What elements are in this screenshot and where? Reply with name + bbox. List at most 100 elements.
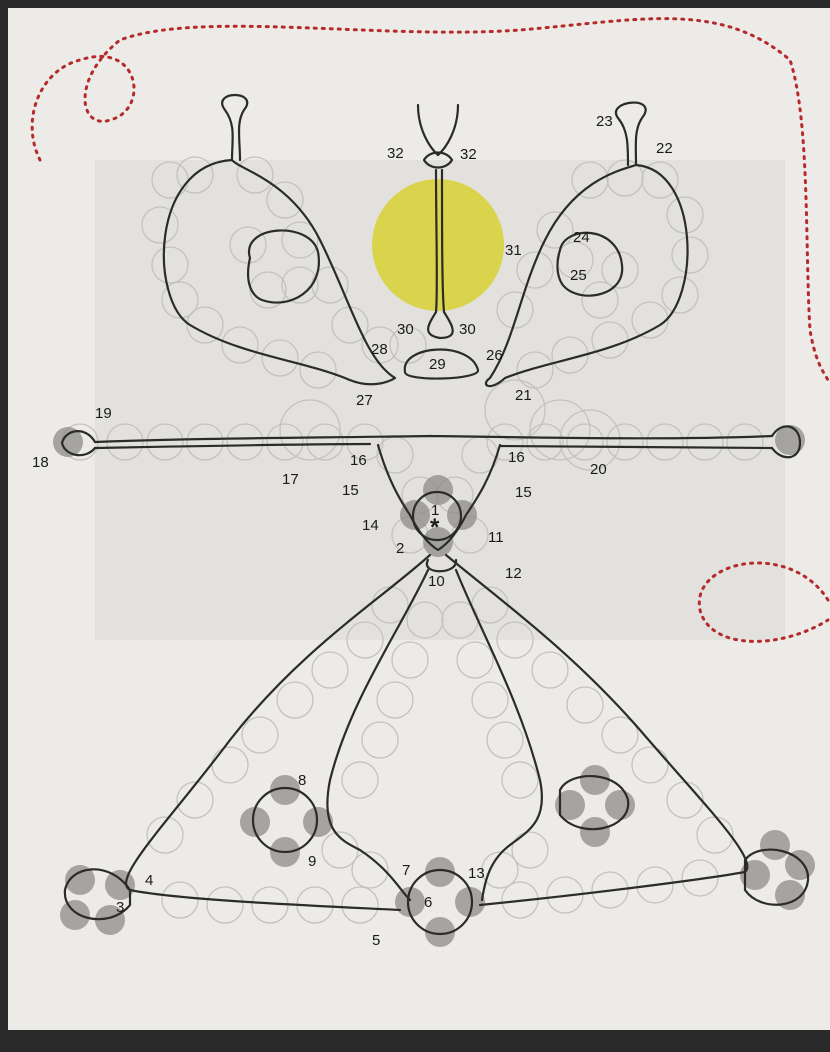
shaded-pin [65,865,95,895]
pin-circle [661,276,699,314]
pin-circle [631,746,669,784]
pin-circle [161,881,199,919]
pin-circle [341,761,379,799]
pin-circle [681,859,719,897]
stem-bottom-loop [427,310,454,340]
pin-circle [221,326,259,364]
step-label-1: 1 [431,502,439,519]
pin-circle [146,423,184,461]
step-label-16a: 16 [350,452,367,469]
pin-circle [346,621,384,659]
left-wing-ring [246,229,321,304]
pin-circle [226,423,264,461]
pin-circle [261,339,299,377]
shaded-pin [425,857,455,887]
right-wing-ring [556,231,624,297]
pin-circle [686,423,724,461]
pin-circle [471,681,509,719]
stem-body [434,168,446,314]
center-ring [376,443,502,552]
ring-right-upper [558,774,630,831]
step-label-6: 6 [424,894,432,911]
shaded-pins [53,425,815,947]
pin-circle [299,351,337,389]
pin-circle [406,601,444,639]
shaded-pin [580,817,610,847]
pin-circle [516,251,554,289]
pin-circle [486,423,524,461]
stem-top [416,103,460,157]
pin-circle [141,206,179,244]
pin-circle [496,621,534,659]
pin-circle [671,236,709,274]
pin-circle [281,221,319,259]
pin-circle [566,686,604,724]
pin-circle [266,181,304,219]
pin-circle [176,781,214,819]
pin-circle [311,651,349,689]
lower-left-arm [124,553,432,912]
shaded-pin [240,807,270,837]
pin-circle [376,681,414,719]
shaded-pin [455,887,485,917]
step-label-15b: 15 [515,484,532,501]
shaded-pin [555,790,585,820]
step-label-8: 8 [298,772,306,789]
step-label-30b: 30 [459,321,476,338]
pin-circle [666,196,704,234]
pin-circle [146,816,184,854]
pin-circle [306,423,344,461]
pin-circle [266,423,304,461]
pin-circle [389,326,427,364]
head-ring [403,348,480,380]
pin-circle [236,156,274,194]
pin-grid [61,156,764,924]
ring-right-bottom [743,848,810,906]
pin-circle [391,641,429,679]
start-mark: * [430,514,440,541]
step-label-16b: 16 [508,449,525,466]
pin-circle [571,161,609,199]
step-label-18: 18 [32,454,49,471]
shaded-pin [580,765,610,795]
pin-circle [601,251,639,289]
pin-circle [581,281,619,319]
pin-circle [726,423,764,461]
left-bar-end [60,430,97,457]
pin-circle [526,423,564,461]
pin-circle [456,641,494,679]
pin-circle [186,423,224,461]
step-label-25: 25 [570,267,587,284]
step-label-14: 14 [362,517,379,534]
step-label-10: 10 [428,573,445,590]
pin-circle [496,291,534,329]
shaded-pin [95,905,125,935]
pin-circle-large [279,399,341,461]
step-label-21: 21 [515,387,532,404]
right-wing-thread [484,163,689,388]
center-knot [425,558,458,573]
step-label-2: 2 [396,540,404,557]
step-label-31: 31 [505,242,522,259]
horizontal-bar [93,434,774,444]
stem-knot [422,151,454,169]
pin-circle [536,211,574,249]
shaded-pin [400,500,430,530]
ring-left-bottom [63,868,132,921]
step-label-15a: 15 [342,482,359,499]
shaded-pin [270,775,300,805]
pin-circle [161,281,199,319]
step-label-28: 28 [371,341,388,358]
pin-circle [486,721,524,759]
pin-circle [151,246,189,284]
shaded-pin [423,527,453,557]
shaded-pin [53,427,83,457]
step-label-13: 13 [468,865,485,882]
pin-circle [241,716,279,754]
inner-right-arm [454,568,543,902]
step-label-24: 24 [573,229,590,246]
step-label-9: 9 [308,853,316,870]
step-label-20: 20 [590,461,607,478]
